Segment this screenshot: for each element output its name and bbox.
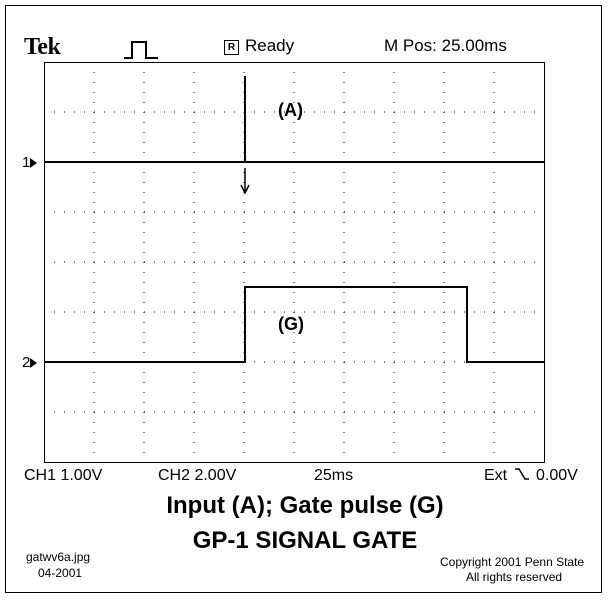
main-position: M Pos: 25.00ms: [384, 36, 507, 55]
ch1-marker-arrow-icon: [30, 158, 38, 168]
ch2-scale: CH2 2.00V: [158, 467, 237, 484]
scope-display: [44, 62, 545, 463]
ch2-waveform-g: [44, 286, 544, 363]
waveform-g-label: (G): [278, 314, 304, 334]
copyright: Copyright 2001 Penn State: [440, 555, 585, 569]
waveform-a-label: (A): [278, 100, 303, 120]
date: 04-2001: [38, 566, 83, 580]
pulse-trigger-icon: [124, 41, 158, 59]
trigger-status: R Ready: [224, 36, 294, 56]
caption-line-2: GP-1 SIGNAL GATE: [192, 527, 418, 554]
ch1-waveform-a: [44, 76, 544, 163]
rights: All rights reserved: [466, 570, 563, 584]
trigger-source: Ext: [484, 467, 508, 484]
ch1-marker: 1: [22, 155, 38, 171]
image-frame: [5, 5, 602, 593]
ch2-marker-arrow-icon: [30, 358, 38, 368]
trigger-status-text: Ready: [245, 36, 295, 55]
ch2-marker: 2: [22, 355, 38, 371]
ch1-scale: CH1 1.00V: [24, 467, 103, 484]
ready-status-icon: R: [224, 40, 239, 55]
trigger-readout: Ext 0.00V: [484, 467, 578, 485]
falling-edge-icon: [514, 468, 529, 480]
tek-logo: Tek: [24, 34, 61, 60]
caption-line-1: Input (A); Gate pulse (G): [166, 492, 444, 519]
trigger-position-arrow: [240, 168, 250, 195]
filename: gatwv6a.jpg: [26, 550, 91, 564]
timebase: 25ms: [314, 467, 354, 484]
trigger-level: 0.00V: [536, 467, 578, 484]
